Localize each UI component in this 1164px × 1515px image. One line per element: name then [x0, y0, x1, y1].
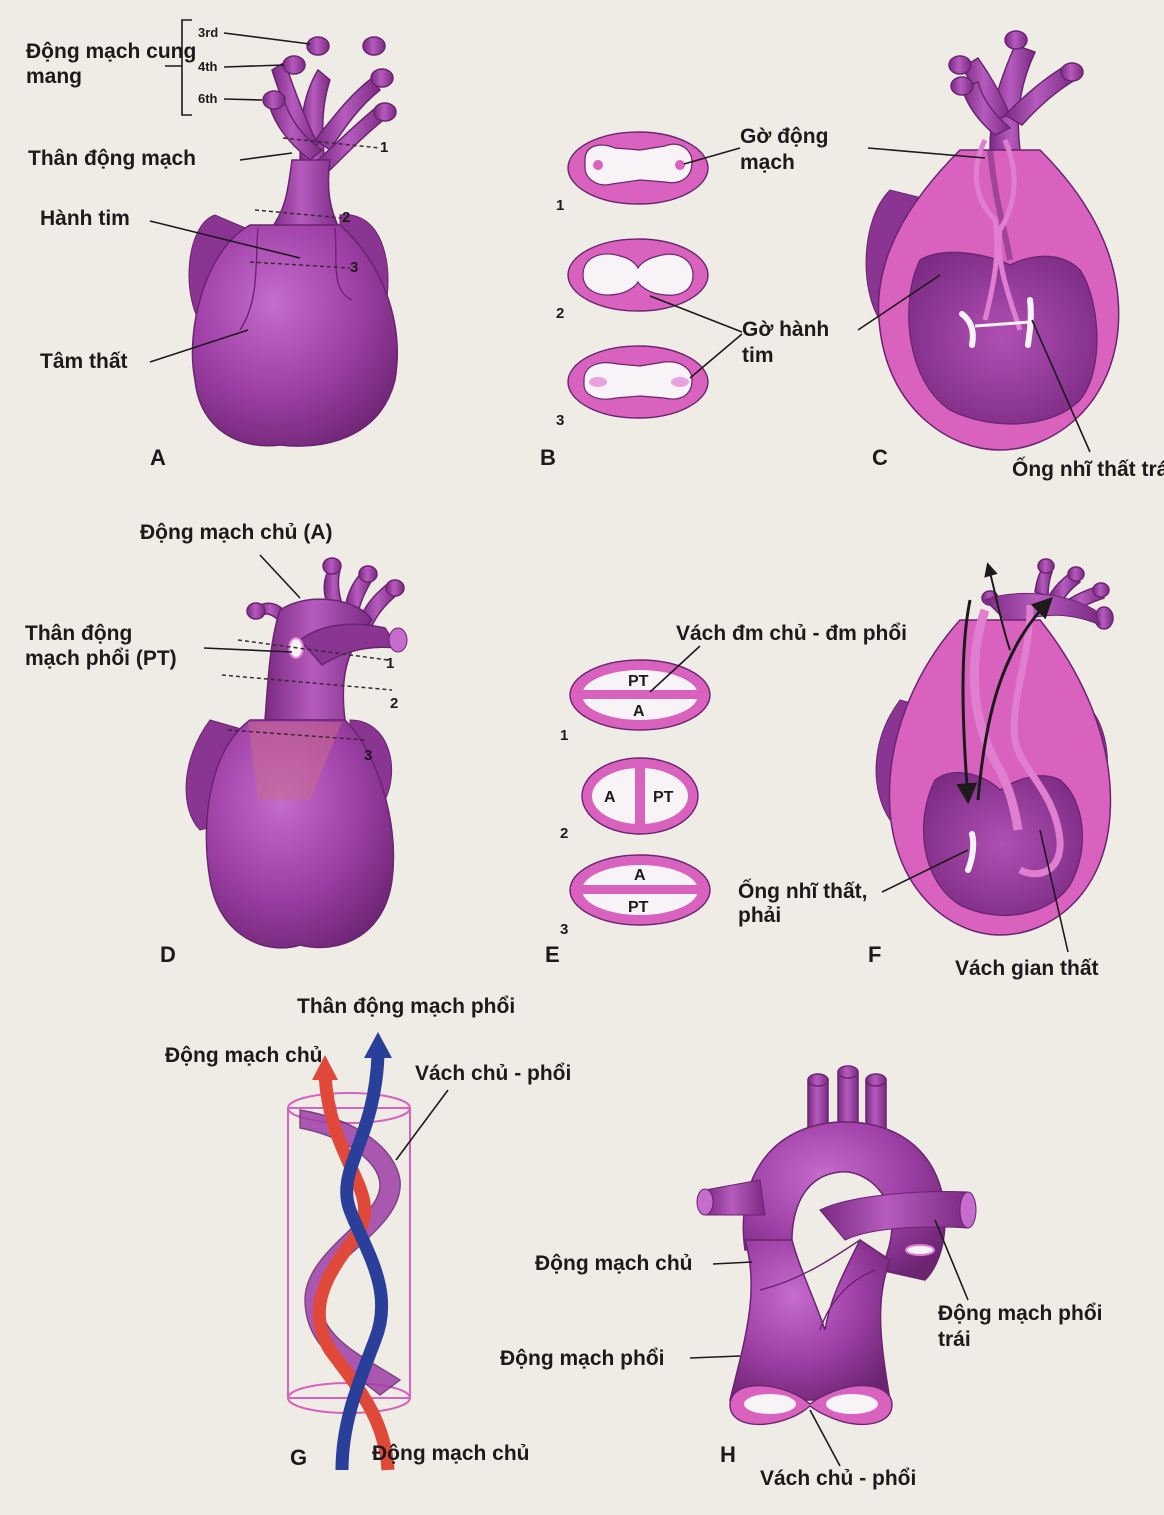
bulbus-label: Hành tim: [40, 207, 130, 230]
pulmonary-trunk-pt-label: Thân động mạch phổi (PT): [25, 622, 177, 670]
left-av-canal-label: Ống nhĩ thất trái: [1012, 457, 1164, 481]
panel-f-letter: F: [868, 942, 881, 967]
panel-a: 1 2 3 3rd 4th 6th Động mạch cung mang Th…: [26, 20, 397, 470]
panel-a-letter: A: [150, 445, 166, 470]
truncus-label: Thân động mạch: [28, 147, 196, 170]
panel-e: PT A A PT A PT 1 2 3 Vách đm chủ - đm ph…: [545, 622, 907, 967]
d-level-2: 2: [390, 695, 398, 712]
ventricle-label: Tâm thất: [40, 350, 128, 373]
e-num-2: 2: [560, 825, 568, 842]
panel-b-letter: B: [540, 445, 556, 470]
g-septum-label: Vách chủ - phổi: [415, 1062, 571, 1085]
panel-h: Động mạch chủ Động mạch phổi Động mạch p…: [500, 1066, 1108, 1490]
arch-artery-label: Động mạch cung mang: [26, 40, 202, 88]
e1-pt: PT: [628, 673, 649, 690]
panel-h-letter: H: [720, 1442, 736, 1467]
e-septum-label: Vách đm chủ - đm phổi: [676, 622, 907, 645]
e-ring-1: PT A: [570, 660, 710, 730]
panel-c-letter: C: [872, 445, 888, 470]
e-num-3: 3: [560, 921, 568, 938]
b-num-3: 3: [556, 412, 564, 429]
truncus-arteriosus: [270, 160, 340, 230]
arch-6th-label: 6th: [198, 91, 218, 106]
iv-septum-label: Vách gian thất: [955, 957, 1099, 980]
b-ring-3: [568, 346, 708, 418]
a-level-3: 3: [350, 259, 358, 276]
b-num-1: 1: [556, 197, 564, 214]
e-ring-3: A PT: [570, 855, 710, 925]
bulbar-ridge-label: Gờ hành tim: [742, 318, 835, 367]
e-num-1: 1: [560, 727, 568, 744]
g-aorta-top-label: Động mạch chủ: [165, 1044, 323, 1067]
truncal-ridge-label: Gờ động mạch: [740, 125, 834, 174]
b-num-2: 2: [556, 305, 564, 322]
d-level-1: 1: [386, 655, 394, 672]
panel-c: Ống nhĩ thất trái C: [858, 31, 1164, 481]
h-pulmonary-label: Động mạch phổi: [500, 1347, 665, 1370]
b-ring-1: [568, 132, 708, 204]
panel-d-letter: D: [160, 942, 176, 967]
h-aorta-label: Động mạch chủ: [535, 1252, 693, 1275]
panel-d: 1 2 3 Động mạch chủ (A) Thân động mạch p…: [25, 521, 407, 967]
a-level-1: 1: [380, 139, 388, 156]
panel-g: Thân động mạch phổi Động mạch chủ Vách c…: [165, 995, 571, 1470]
g-pulmonary-trunk-label: Thân động mạch phổi: [297, 995, 515, 1018]
arch-3rd-label: 3rd: [198, 25, 218, 40]
e3-a: A: [634, 867, 646, 884]
h-twisted-trunk: [730, 1240, 890, 1400]
b-ring-2: [568, 239, 708, 311]
d-level-3: 3: [364, 747, 372, 764]
e2-a: A: [604, 789, 616, 806]
right-av-canal-label: Ống nhĩ thất, phải: [738, 879, 873, 927]
e1-a: A: [633, 703, 645, 720]
e-ring-2: A PT: [582, 758, 698, 834]
e2-pt: PT: [653, 789, 674, 806]
h-septum-label: Vách chủ - phổi: [760, 1467, 916, 1490]
panel-b: 1 2 3 Gờ động mạch Gờ hành tim B: [540, 125, 835, 470]
aorta-a-label: Động mạch chủ (A): [140, 521, 333, 544]
h-left-pulmonary-label: Động mạch phổi trái: [938, 1302, 1108, 1351]
a-level-2: 2: [342, 209, 350, 226]
panel-e-letter: E: [545, 942, 560, 967]
panel-g-letter: G: [290, 1445, 307, 1470]
e3-pt: PT: [628, 899, 649, 916]
ventricle-body: [192, 225, 397, 446]
g-aorta-bottom-label: Động mạch chủ: [372, 1442, 530, 1465]
